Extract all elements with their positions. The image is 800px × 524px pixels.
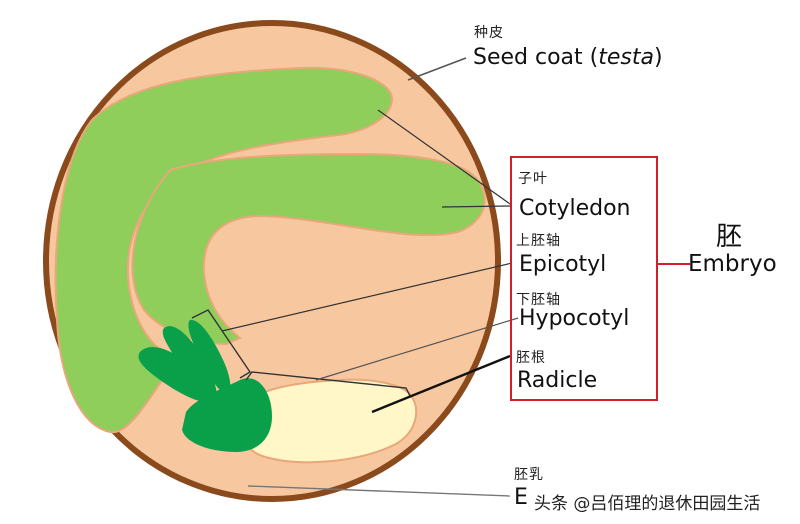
epicotyl-label-zh: 上胚轴: [516, 233, 561, 249]
seed-coat-leader: [407, 57, 467, 81]
cotyledon-label-en: Cotyledon: [519, 196, 631, 221]
embryo-box: [510, 156, 658, 401]
hypocotyl-label-en: Hypocotyl: [519, 306, 630, 331]
watermark: 头条 @吕佰理的退休田园生活: [534, 494, 761, 514]
hypocotyl-bracket: [245, 371, 411, 397]
hypocotyl-label-zh: 下胚轴: [516, 292, 561, 308]
endosperm-label-en: E: [514, 485, 528, 510]
epicotyl-leaf-1: [138, 347, 211, 403]
endosperm-label-zh: 胚乳: [514, 467, 544, 483]
epicotyl-label-en: Epicotyl: [519, 252, 607, 277]
radicle-label-zh: 胚根: [516, 350, 546, 366]
embryo-label-en: Embryo: [688, 251, 777, 277]
seed-coat-label-italic: testa: [598, 45, 654, 70]
endosperm: [238, 378, 418, 464]
seed-coat-label-en: Seed coat (testa): [473, 45, 663, 70]
cotyledon-leader-2: [441, 205, 511, 208]
epicotyl-leaf-2: [162, 326, 217, 400]
seed-coat-label-zh: 种皮: [474, 25, 504, 41]
radicle-leader: [371, 354, 511, 414]
cotyledon-inner: [131, 152, 486, 346]
cotyledon-label-zh: 子叶: [518, 171, 548, 187]
embryo-label-zh: 胚: [716, 222, 743, 252]
epicotyl-leader: [221, 262, 513, 332]
radicle: [182, 378, 272, 452]
epicotyl-leaf-3: [188, 319, 231, 394]
hypocotyl-leader: [315, 317, 519, 381]
cotyledon-leader-1: [377, 109, 511, 205]
endosperm-leader: [247, 485, 511, 497]
radicle-label-en: Radicle: [517, 368, 598, 393]
epicotyl-bracket: [191, 309, 251, 379]
